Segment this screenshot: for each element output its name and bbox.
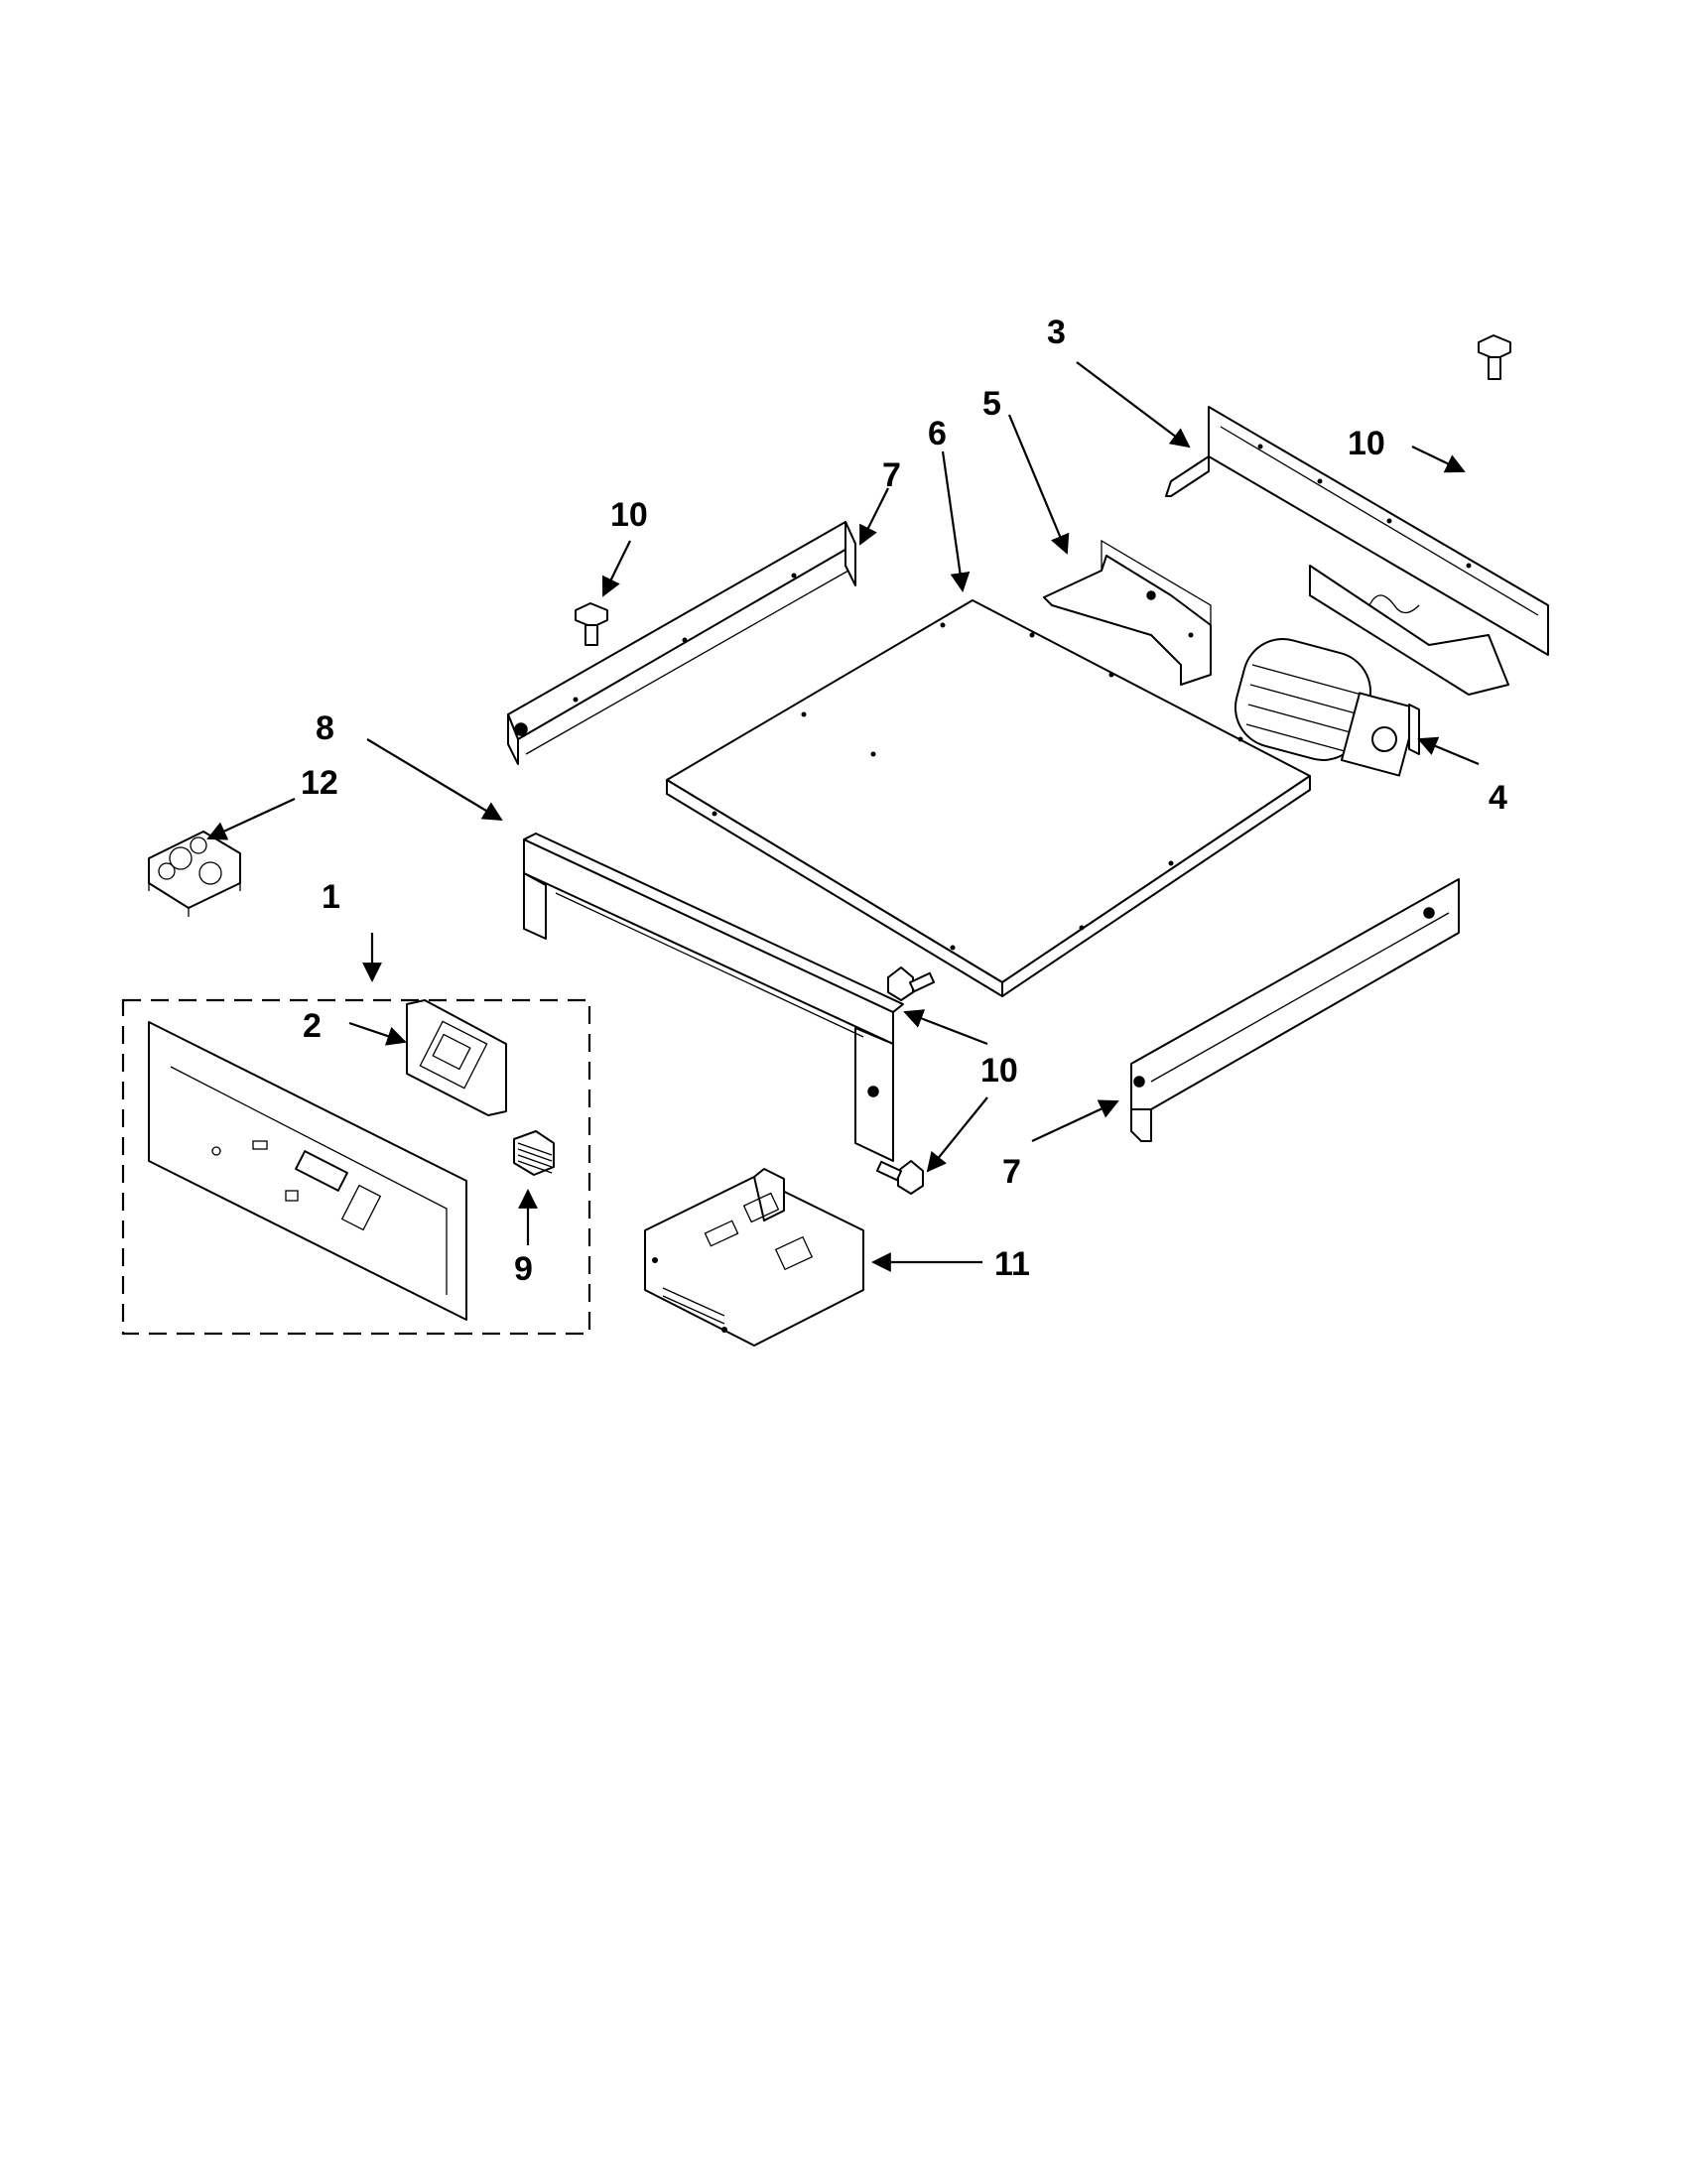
board-part-12[interactable] bbox=[148, 831, 241, 917]
callout-3: 3 bbox=[1047, 314, 1066, 351]
callout-12: 12 bbox=[301, 764, 338, 802]
filter-part-9[interactable] bbox=[513, 1130, 555, 1176]
callout-labels: 1 2 3 4 5 6 7 7 8 9 10 10 10 11 12 bbox=[301, 314, 1507, 1288]
screw-part-10-c[interactable] bbox=[887, 966, 936, 1001]
bracket-part-5[interactable] bbox=[1043, 539, 1212, 686]
front-rail-part-8[interactable] bbox=[523, 833, 904, 1162]
rear-bracket-part-3[interactable] bbox=[1165, 406, 1549, 696]
side-rail-part-7-upper[interactable] bbox=[507, 521, 856, 765]
callout-11: 11 bbox=[994, 1245, 1030, 1283]
screw-part-10-b[interactable] bbox=[1478, 334, 1511, 380]
housing-part-11[interactable] bbox=[644, 1168, 864, 1347]
control-panel-assembly-box bbox=[121, 998, 591, 1336]
leader-lines bbox=[206, 361, 1480, 1272]
control-panel[interactable] bbox=[148, 1021, 467, 1321]
callout-10-right: 10 bbox=[1348, 425, 1385, 462]
callout-1: 1 bbox=[322, 878, 340, 916]
callout-5: 5 bbox=[982, 385, 1001, 423]
callout-2: 2 bbox=[303, 1007, 322, 1045]
callout-8: 8 bbox=[316, 709, 334, 747]
callout-9: 9 bbox=[514, 1250, 533, 1288]
blower-part-4[interactable] bbox=[1227, 630, 1420, 777]
bracket-part-2[interactable] bbox=[406, 999, 507, 1116]
callout-4: 4 bbox=[1489, 779, 1507, 817]
callout-10-left: 10 bbox=[610, 496, 648, 534]
callout-10-front: 10 bbox=[980, 1052, 1018, 1090]
screw-part-10-a[interactable] bbox=[575, 602, 608, 646]
top-panel-part-6[interactable] bbox=[666, 599, 1311, 997]
callout-7-upper: 7 bbox=[882, 456, 901, 494]
side-rail-part-7-lower[interactable] bbox=[1130, 878, 1460, 1142]
screw-part-10-d[interactable] bbox=[875, 1160, 924, 1195]
callout-7-lower: 7 bbox=[1002, 1153, 1021, 1191]
callout-6: 6 bbox=[928, 415, 947, 452]
